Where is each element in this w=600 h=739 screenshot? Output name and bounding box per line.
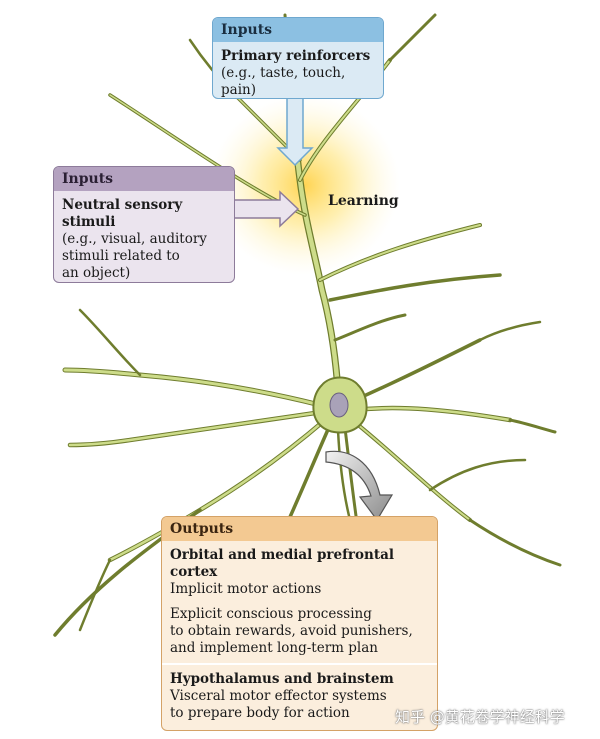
inputs-header: Inputs <box>54 167 234 191</box>
outputs-prefrontal-section: Orbital and medial prefrontal cortex Imp… <box>162 541 437 663</box>
neutral-stimuli-title: Neutral sensory stimuli <box>62 197 183 230</box>
basal-dendrite <box>62 367 323 408</box>
visceral-motor-line: to prepare body for action <box>170 705 350 721</box>
inputs-header: Inputs <box>213 18 383 42</box>
basal-dendrite <box>78 558 112 632</box>
visceral-motor-line: Visceral motor effector systems <box>170 688 387 704</box>
explicit-processing-line: and implement long-term plan <box>170 640 378 656</box>
outputs-box: Outputs Orbital and medial prefrontal co… <box>161 516 438 731</box>
explicit-processing-line: Explicit conscious processing <box>170 606 372 622</box>
input-arrow-down <box>276 96 314 167</box>
outputs-header: Outputs <box>162 517 437 541</box>
basal-dendrite <box>353 338 482 402</box>
axon <box>336 428 352 522</box>
basal-dendrite <box>478 320 542 342</box>
neutral-stimuli-detail-line: an object) <box>62 265 131 281</box>
learning-label: Learning <box>328 193 399 209</box>
primary-reinforcers-title: Primary reinforcers <box>221 48 371 64</box>
explicit-processing-line: to obtain rewards, avoid punishers, <box>170 623 413 639</box>
input-arrow-right <box>232 190 300 228</box>
watermark: 知乎 @黄花卷学神经科学 <box>395 708 565 726</box>
neutral-stimuli-detail-line: stimuli related to <box>62 248 180 264</box>
dendrite-branch <box>333 313 407 342</box>
basal-dendrite <box>78 308 142 377</box>
primary-reinforcers-detail: (e.g., taste, touch, pain) <box>221 65 346 98</box>
dendrite-branch <box>328 273 502 302</box>
basal-dendrite <box>468 518 562 567</box>
inputs-primary-reinforcers-box: Inputs Primary reinforcers (e.g., taste,… <box>212 17 384 99</box>
implicit-motor-line: Implicit motor actions <box>170 581 322 597</box>
prefrontal-title: Orbital and medial prefrontal cortex <box>170 547 394 580</box>
nucleus <box>329 392 349 418</box>
dendrite-branch <box>388 13 437 62</box>
learning-glow <box>210 95 400 275</box>
outputs-divider <box>162 663 437 665</box>
hypothalamus-title: Hypothalamus and brainstem <box>170 671 394 687</box>
basal-dendrite <box>508 418 557 434</box>
inputs-neutral-stimuli-box: Inputs Neutral sensory stimuli (e.g., vi… <box>53 166 235 283</box>
basal-dendrite <box>428 458 527 492</box>
neutral-stimuli-detail-line: (e.g., visual, auditory <box>62 231 207 247</box>
outputs-hypothalamus-section: Hypothalamus and brainstem Visceral moto… <box>162 665 437 728</box>
output-arrow <box>325 450 394 522</box>
